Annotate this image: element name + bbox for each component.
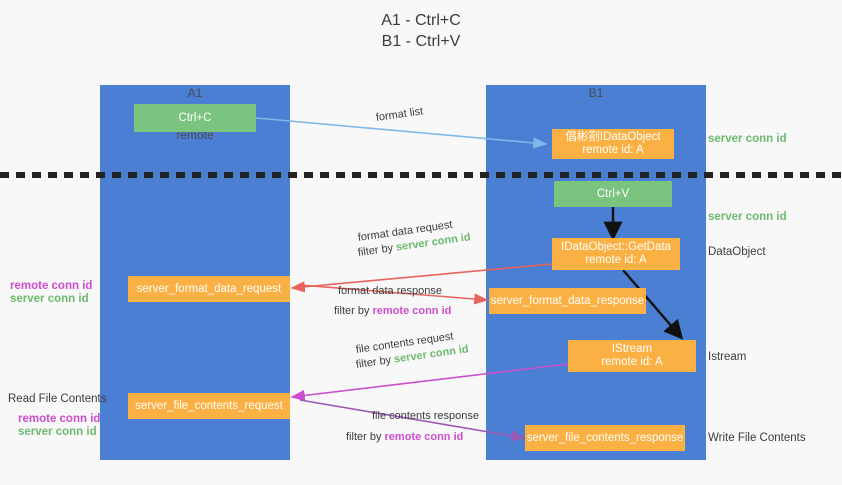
page-title: A1 - Ctrl+C B1 - Ctrl+V [381, 12, 461, 50]
box-server-file-contents-request-label: server_file_contents_request [135, 399, 283, 412]
annotation-format-data-response-text: format data response [338, 285, 442, 297]
box-ctrl-c[interactable]: Ctrl+C [134, 104, 256, 132]
filter-prefix: filter by [346, 431, 385, 443]
filter-prefix: filter by [355, 353, 395, 371]
box-server-file-contents-response[interactable]: server_file_contents_response [525, 425, 685, 451]
filter-prefix: filter by [334, 305, 373, 317]
annotation-file-contents-response-text: file contents response [372, 410, 480, 422]
box-getdata-line1: IDataObject::GetData [561, 241, 671, 253]
box-server-file-contents-response-label: server_file_contents_response [526, 431, 684, 444]
annotation-file-contents-response: file contents response filter by remote … [346, 409, 480, 445]
annotation-format-list-text: format list [375, 105, 424, 124]
label-server-conn-id-top: server conn id [708, 133, 787, 145]
annotation-format-data-response-filter: filter by remote conn id [334, 304, 451, 319]
label-remote-conn-id-upper: remote conn id [10, 280, 93, 292]
box-server-format-data-response[interactable]: server_format_data_response [489, 288, 646, 314]
box-server-file-contents-request[interactable]: server_file_contents_request [128, 393, 290, 419]
box-idataobject-line2: remote id: A [582, 144, 644, 156]
filter-value-remote-conn-id: remote conn id [384, 431, 464, 443]
annotation-file-contents-response-filter: filter by remote conn id [346, 430, 479, 445]
label-read-file-contents: Read File Contents [8, 393, 107, 405]
box-idataobject-line1: 倡彬劄IDataObject [565, 131, 661, 143]
box-idataobject[interactable]: 倡彬劄IDataObject remote id: A [552, 129, 674, 159]
label-write-file-contents: Write File Contents [708, 432, 806, 444]
box-istream[interactable]: IStream remote id: A [568, 340, 696, 372]
box-server-format-data-request-label: server_format_data_request [136, 282, 282, 295]
box-istream-line2: remote id: A [601, 356, 663, 368]
filter-prefix: filter by [357, 241, 397, 259]
annotation-format-list: format list [375, 105, 424, 126]
box-idataobject-getdata[interactable]: IDataObject::GetData remote id: A [552, 238, 680, 270]
column-header-a1-name: A1 [187, 86, 203, 100]
label-remote-conn-id-lower: remote conn id [18, 413, 101, 425]
column-header-b1-name: B1 [588, 86, 604, 100]
box-getdata-line2: remote id: A [585, 254, 647, 266]
label-istream: Istream [708, 351, 747, 363]
box-istream-line1: IStream [611, 343, 653, 355]
label-server-conn-id-lower: server conn id [18, 426, 97, 438]
filter-value-remote-conn-id: remote conn id [372, 305, 452, 317]
box-server-format-data-response-label: server_format_data_response [490, 294, 645, 307]
label-server-conn-id-upper: server conn id [10, 293, 89, 305]
box-server-format-data-request[interactable]: server_format_data_request [128, 276, 290, 302]
annotation-file-contents-request: file contents request filter by server c… [355, 330, 470, 373]
annotation-format-data-response: format data response filter by remote co… [334, 284, 451, 319]
box-ctrl-v[interactable]: Ctrl+V [554, 181, 672, 207]
label-dataobject: DataObject [708, 246, 766, 258]
dashed-separator [0, 172, 842, 178]
box-ctrl-c-label: Ctrl+C [178, 111, 212, 124]
box-ctrl-v-label: Ctrl+V [596, 187, 630, 200]
label-server-conn-id-second: server conn id [708, 211, 787, 223]
annotation-format-data-request: format data request filter by server con… [357, 219, 472, 261]
